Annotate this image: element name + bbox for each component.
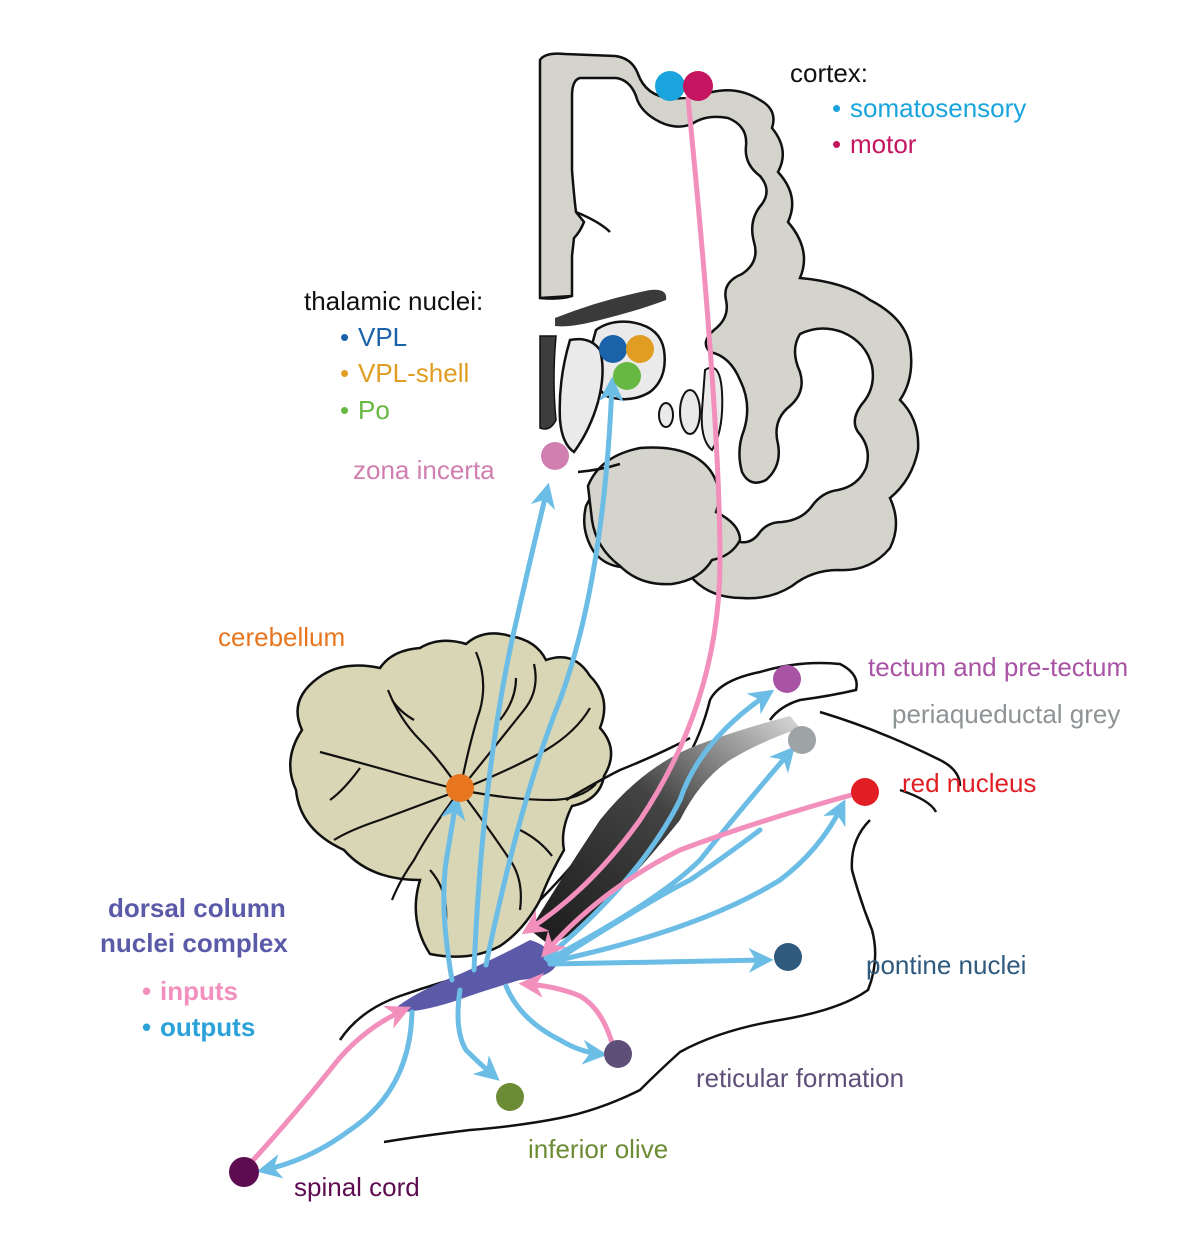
inferior-olive-node — [496, 1083, 524, 1111]
red-nucleus-node — [851, 778, 879, 806]
cortex-somatosensory-label: •somatosensory — [832, 93, 1027, 123]
thalamus-vpl-label: •VPL — [340, 322, 408, 352]
tectum-node — [773, 665, 801, 693]
legend-outputs: •outputs — [142, 1012, 256, 1042]
pag-node — [788, 726, 816, 754]
cortex-motor-label: •motor — [832, 129, 917, 159]
thalamus-vpl-shell-label: •VPL-shell — [340, 358, 470, 388]
forebrain-section — [538, 52, 920, 600]
reticular-formation-node — [604, 1040, 632, 1068]
arrow-motor-cortex-to-dcn — [521, 95, 723, 935]
arrow-dcn-to-thalamus — [483, 376, 624, 968]
spinal-cord-node — [229, 1157, 259, 1187]
tectum-label: tectum and pre-tectum — [868, 652, 1129, 682]
thalamus-vpl-shell-node — [626, 335, 654, 363]
arrow-dcn-to-reticular — [503, 983, 608, 1065]
bullet-icon: • — [142, 976, 152, 1006]
arrow-reticular-to-dcn — [518, 972, 617, 1053]
arrow-dcn-to-zona-incerta — [471, 482, 556, 973]
bullet-icon: • — [142, 1012, 152, 1042]
thalamus-title: thalamic nuclei: — [304, 286, 484, 316]
arrow-dcn-to-inferior-olive — [455, 987, 500, 1081]
arrow-dcn-to-red-nucleus — [547, 799, 846, 965]
arrow-red-nucleus-to-dcn — [541, 789, 865, 958]
pag-label: periaqueductal grey — [892, 699, 1121, 729]
arrow-dcn-to-red-nucleus-2 — [547, 827, 763, 967]
arrow-dcn-to-spinal-cord — [256, 1009, 415, 1179]
bullet-icon: • — [340, 322, 350, 352]
bullet-icon: • — [340, 358, 350, 388]
red-nucleus-label: red nucleus — [902, 768, 1037, 798]
fiber-tract — [555, 289, 667, 327]
thalamus-po-node — [613, 362, 641, 390]
thalamus-inner — [558, 337, 604, 454]
pontine-nuclei-label: pontine nuclei — [866, 950, 1027, 980]
cortex-motor-node — [683, 71, 713, 101]
internal-capsule — [539, 335, 557, 430]
arrow-dcn-to-tectum — [543, 689, 775, 961]
cortex-title: cortex: — [790, 58, 869, 88]
zona-incerta-node — [541, 442, 569, 470]
cerebellum-label: cerebellum — [218, 622, 346, 652]
thalamus-po-label: •Po — [340, 395, 390, 425]
reticular-formation-label: reticular formation — [696, 1063, 905, 1093]
bullet-icon: • — [832, 93, 842, 123]
arrow-dcn-to-cerebellum — [440, 794, 466, 983]
dcn-title-line2: nuclei complex — [100, 928, 288, 958]
zona-incerta-label: zona incerta — [353, 455, 495, 485]
arrow-dcn-to-pontine — [549, 947, 774, 973]
arrow-spinal-cord-to-dcn — [243, 1005, 411, 1171]
dorsal-column-nuclei — [398, 940, 556, 1012]
bullet-icon: • — [340, 395, 350, 425]
inferior-olive-label: inferior olive — [528, 1134, 669, 1164]
thalamus-vpl-node — [599, 335, 627, 363]
midbrain-mass — [586, 446, 742, 586]
spinal-cord-label: spinal cord — [294, 1172, 420, 1202]
bullet-icon: • — [832, 129, 842, 159]
cerebellum-node — [446, 774, 474, 802]
cortex-somatosensory-node — [655, 71, 685, 101]
pontine-nuclei-node — [774, 943, 802, 971]
legend-inputs: •inputs — [142, 976, 238, 1006]
dcn-title-line1: dorsal column — [108, 893, 286, 923]
